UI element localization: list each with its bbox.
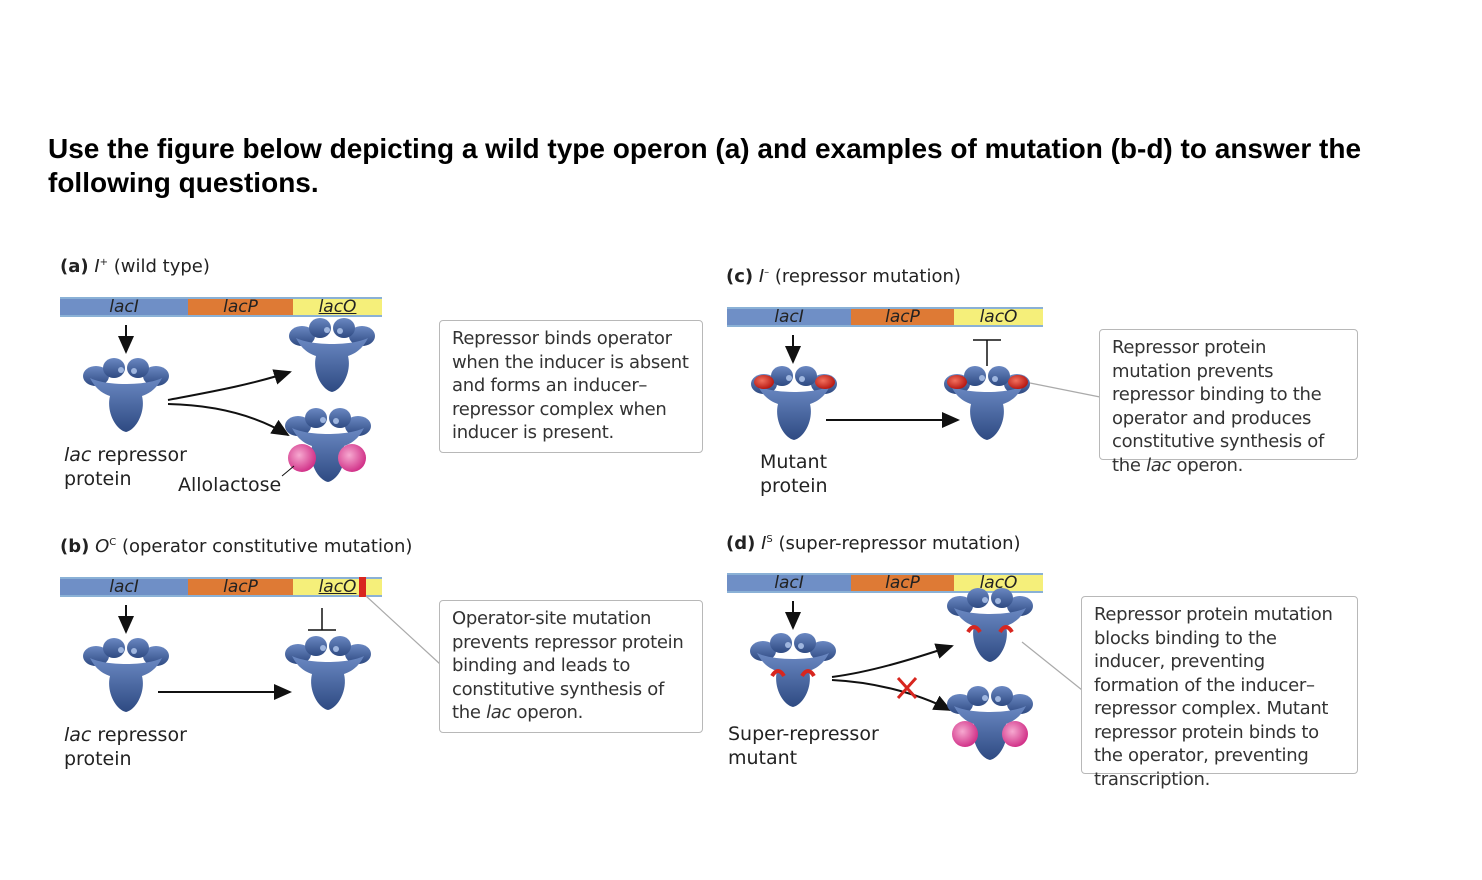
repressor-label-a: lac repressor protein [64,444,187,490]
laci-segment: lacI [60,297,188,317]
lacp-segment: lacP [188,297,293,317]
panel-c-title: (c) I– (repressor mutation) [726,266,961,287]
allolactose-icon [338,444,366,472]
callout-c: Repressor protein mutation prevents repr… [1099,329,1358,476]
callout-b: Operator-site mutation prevents represso… [439,600,703,733]
panel-c-artwork [751,335,1101,440]
mutant-repressor-icon [944,366,1030,440]
repressor-on-operator-icon [289,318,375,392]
blocked-x-icon [896,676,918,700]
operon-bar-d: lacI lacP lacO [727,573,1043,593]
panel-b-artwork [83,595,441,712]
laco-segment: lacO [954,307,1043,327]
laci-segment: lacI [727,307,851,327]
inducer-icon [1002,721,1028,747]
laco-segment: lacO [954,573,1043,593]
lacp-segment: lacP [851,307,954,327]
operon-bar-b: lacI lacP lacO [60,577,382,597]
repressor-icon [83,638,169,712]
mutant-repressor-icon [751,366,837,440]
laco-segment: lacO [293,297,382,317]
repressor-icon [947,686,1033,760]
operon-bar-a: lacI lacP lacO [60,297,382,317]
allolactose-label: Allolactose [178,474,282,496]
super-repressor-on-operator-icon [947,588,1033,662]
operon-bar-c: lacI lacP lacO [727,307,1043,327]
panel-a-title: (a) I+ (wild type) [60,256,210,277]
panel-d-title: (d) IS (super-repressor mutation) [726,533,1021,554]
laci-segment: lacI [60,577,188,597]
super-repressor-label: Super-repressor mutant [728,723,879,769]
question-heading: Use the figure below depicting a wild ty… [48,133,1362,198]
lacp-segment: lacP [851,573,954,593]
lacp-segment: lacP [188,577,293,597]
inducer-icon [952,721,978,747]
callout-a: Repressor binds operator when the induce… [439,320,703,453]
allolactose-icon [288,444,316,472]
repressor-icon [285,636,371,710]
callout-d: Repressor protein mutation blocks bindin… [1081,596,1358,790]
laco-segment: lacO [293,577,382,597]
mutant-protein-label: Mutant protein [760,451,828,497]
laci-segment: lacI [727,573,851,593]
panel-b-title: (b) OC (operator constitutive mutation) [60,536,413,557]
repressor-icon [83,358,169,432]
operator-mutation-mark [359,577,366,597]
inducer-repressor-complex-icon [285,408,371,482]
repressor-label-b: lac repressor protein [64,724,187,770]
super-repressor-icon [750,633,836,707]
